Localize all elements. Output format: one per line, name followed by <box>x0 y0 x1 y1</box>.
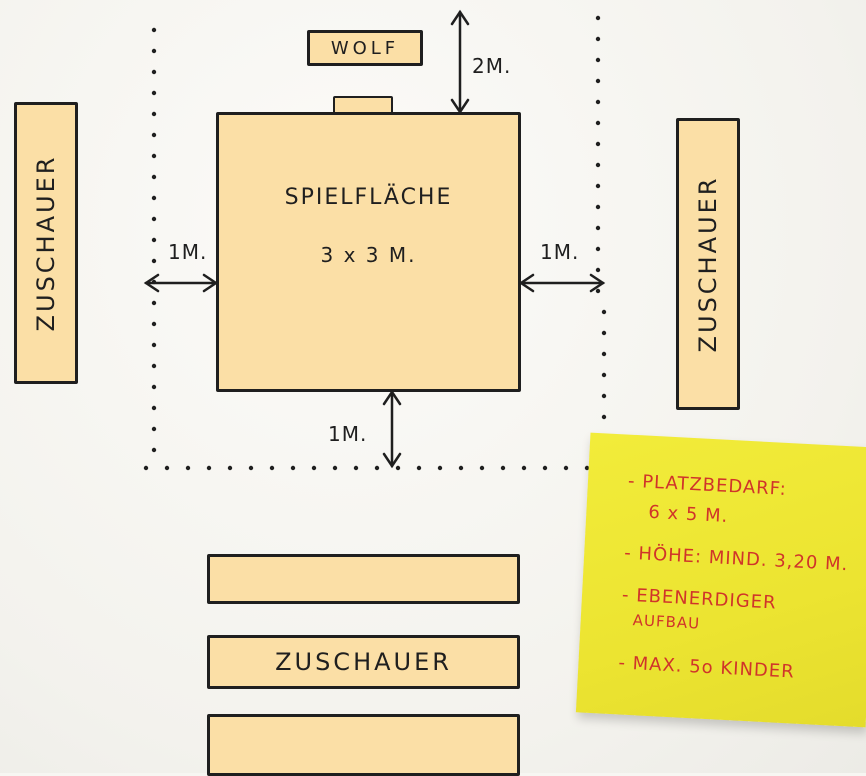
boundary-dot <box>151 216 157 222</box>
boundary-dot <box>395 465 401 471</box>
boundary-dot <box>601 309 607 315</box>
boundary-dot <box>595 225 601 231</box>
boundary-dot <box>595 120 601 126</box>
audience-bottom-row-1 <box>207 554 520 604</box>
arrow-bottom-head-down <box>382 452 402 469</box>
audience-bottom-row-2: ZUSCHAUER <box>207 635 520 689</box>
boundary-dot <box>563 465 569 471</box>
boundary-dot <box>595 288 601 294</box>
boundary-dot <box>595 246 601 252</box>
wolf-label: WOLF <box>330 37 400 59</box>
boundary-dot <box>290 465 296 471</box>
note-line-5: AUFBAU <box>632 611 701 633</box>
boundary-dot <box>595 36 601 42</box>
sticky-note: - PLATZBEDARF: 6 x 5 M. - HÖHE: MIND. 3,… <box>575 432 866 728</box>
boundary-dot <box>601 372 607 378</box>
boundary-dot <box>437 465 443 471</box>
note-line-6: - MAX. 5o KINDER <box>617 652 796 683</box>
boundary-dot <box>353 465 359 471</box>
arrow-top-head-down <box>450 98 470 115</box>
wolf-box: WOLF <box>307 30 423 66</box>
boundary-dot <box>185 465 191 471</box>
arrow-right-head-r <box>589 273 606 293</box>
boundary-dot <box>479 465 485 471</box>
boundary-dot <box>151 300 157 306</box>
boundary-dot <box>416 465 422 471</box>
boundary-dot <box>151 90 157 96</box>
boundary-dot <box>151 363 157 369</box>
boundary-dot <box>601 393 607 399</box>
boundary-dot <box>151 69 157 75</box>
boundary-dot <box>542 465 548 471</box>
audience-bottom-label: ZUSCHAUER <box>275 648 452 676</box>
boundary-dot <box>595 204 601 210</box>
boundary-dot <box>374 465 380 471</box>
boundary-dot <box>521 465 527 471</box>
boundary-dot <box>227 465 233 471</box>
boundary-dot <box>164 465 170 471</box>
note-line-2: 6 x 5 M. <box>647 501 729 527</box>
boundary-dot <box>595 162 601 168</box>
boundary-dot <box>311 465 317 471</box>
note-line-3: - HÖHE: MIND. 3,20 M. <box>623 542 849 576</box>
boundary-dot <box>500 465 506 471</box>
arrow-left-head-l <box>143 273 160 293</box>
boundary-dot <box>151 132 157 138</box>
dim-left-label: 1M. <box>168 240 208 264</box>
boundary-dot <box>248 465 254 471</box>
boundary-bottom-dots <box>143 465 590 471</box>
play-area-size: 3 x 3 M. <box>320 243 417 267</box>
boundary-dot <box>151 27 157 33</box>
arrow-top-head-up <box>450 9 470 26</box>
boundary-dot <box>595 267 601 273</box>
boundary-dot <box>151 426 157 432</box>
boundary-dot <box>269 465 275 471</box>
boundary-dot <box>595 78 601 84</box>
arrow-right-head-l <box>518 273 535 293</box>
boundary-dot <box>151 342 157 348</box>
audience-bottom-row-3 <box>207 714 520 776</box>
dim-bottom-label: 1M. <box>328 422 368 446</box>
play-area: SPIELFLÄCHE 3 x 3 M. <box>216 112 521 392</box>
boundary-dot <box>595 183 601 189</box>
boundary-dot <box>151 384 157 390</box>
boundary-dot <box>151 174 157 180</box>
boundary-dot <box>601 330 607 336</box>
boundary-dot <box>151 111 157 117</box>
boundary-dot <box>151 405 157 411</box>
dim-right-label: 1M. <box>540 240 580 264</box>
boundary-dot <box>151 258 157 264</box>
boundary-dot <box>151 237 157 243</box>
arrow-bottom-head-up <box>382 389 402 406</box>
boundary-dot <box>151 153 157 159</box>
audience-left <box>14 102 78 384</box>
boundary-dot <box>151 195 157 201</box>
dim-top-label: 2M. <box>472 54 512 78</box>
boundary-dot <box>206 465 212 471</box>
boundary-dot <box>595 99 601 105</box>
boundary-dot <box>595 141 601 147</box>
arrow-left-head-r <box>202 273 219 293</box>
note-line-4: - EBENERDIGER <box>621 584 778 614</box>
note-line-1: - PLATZBEDARF: <box>627 470 788 500</box>
audience-right <box>676 118 740 410</box>
boundary-dot <box>332 465 338 471</box>
play-area-label: SPIELFLÄCHE <box>284 185 453 210</box>
boundary-dot <box>151 447 157 453</box>
boundary-dot <box>458 465 464 471</box>
boundary-dot <box>601 351 607 357</box>
boundary-dot <box>601 414 607 420</box>
boundary-dot <box>595 15 601 21</box>
boundary-dot <box>595 57 601 63</box>
boundary-dot <box>151 321 157 327</box>
boundary-dot <box>143 465 149 471</box>
boundary-dot <box>151 48 157 54</box>
